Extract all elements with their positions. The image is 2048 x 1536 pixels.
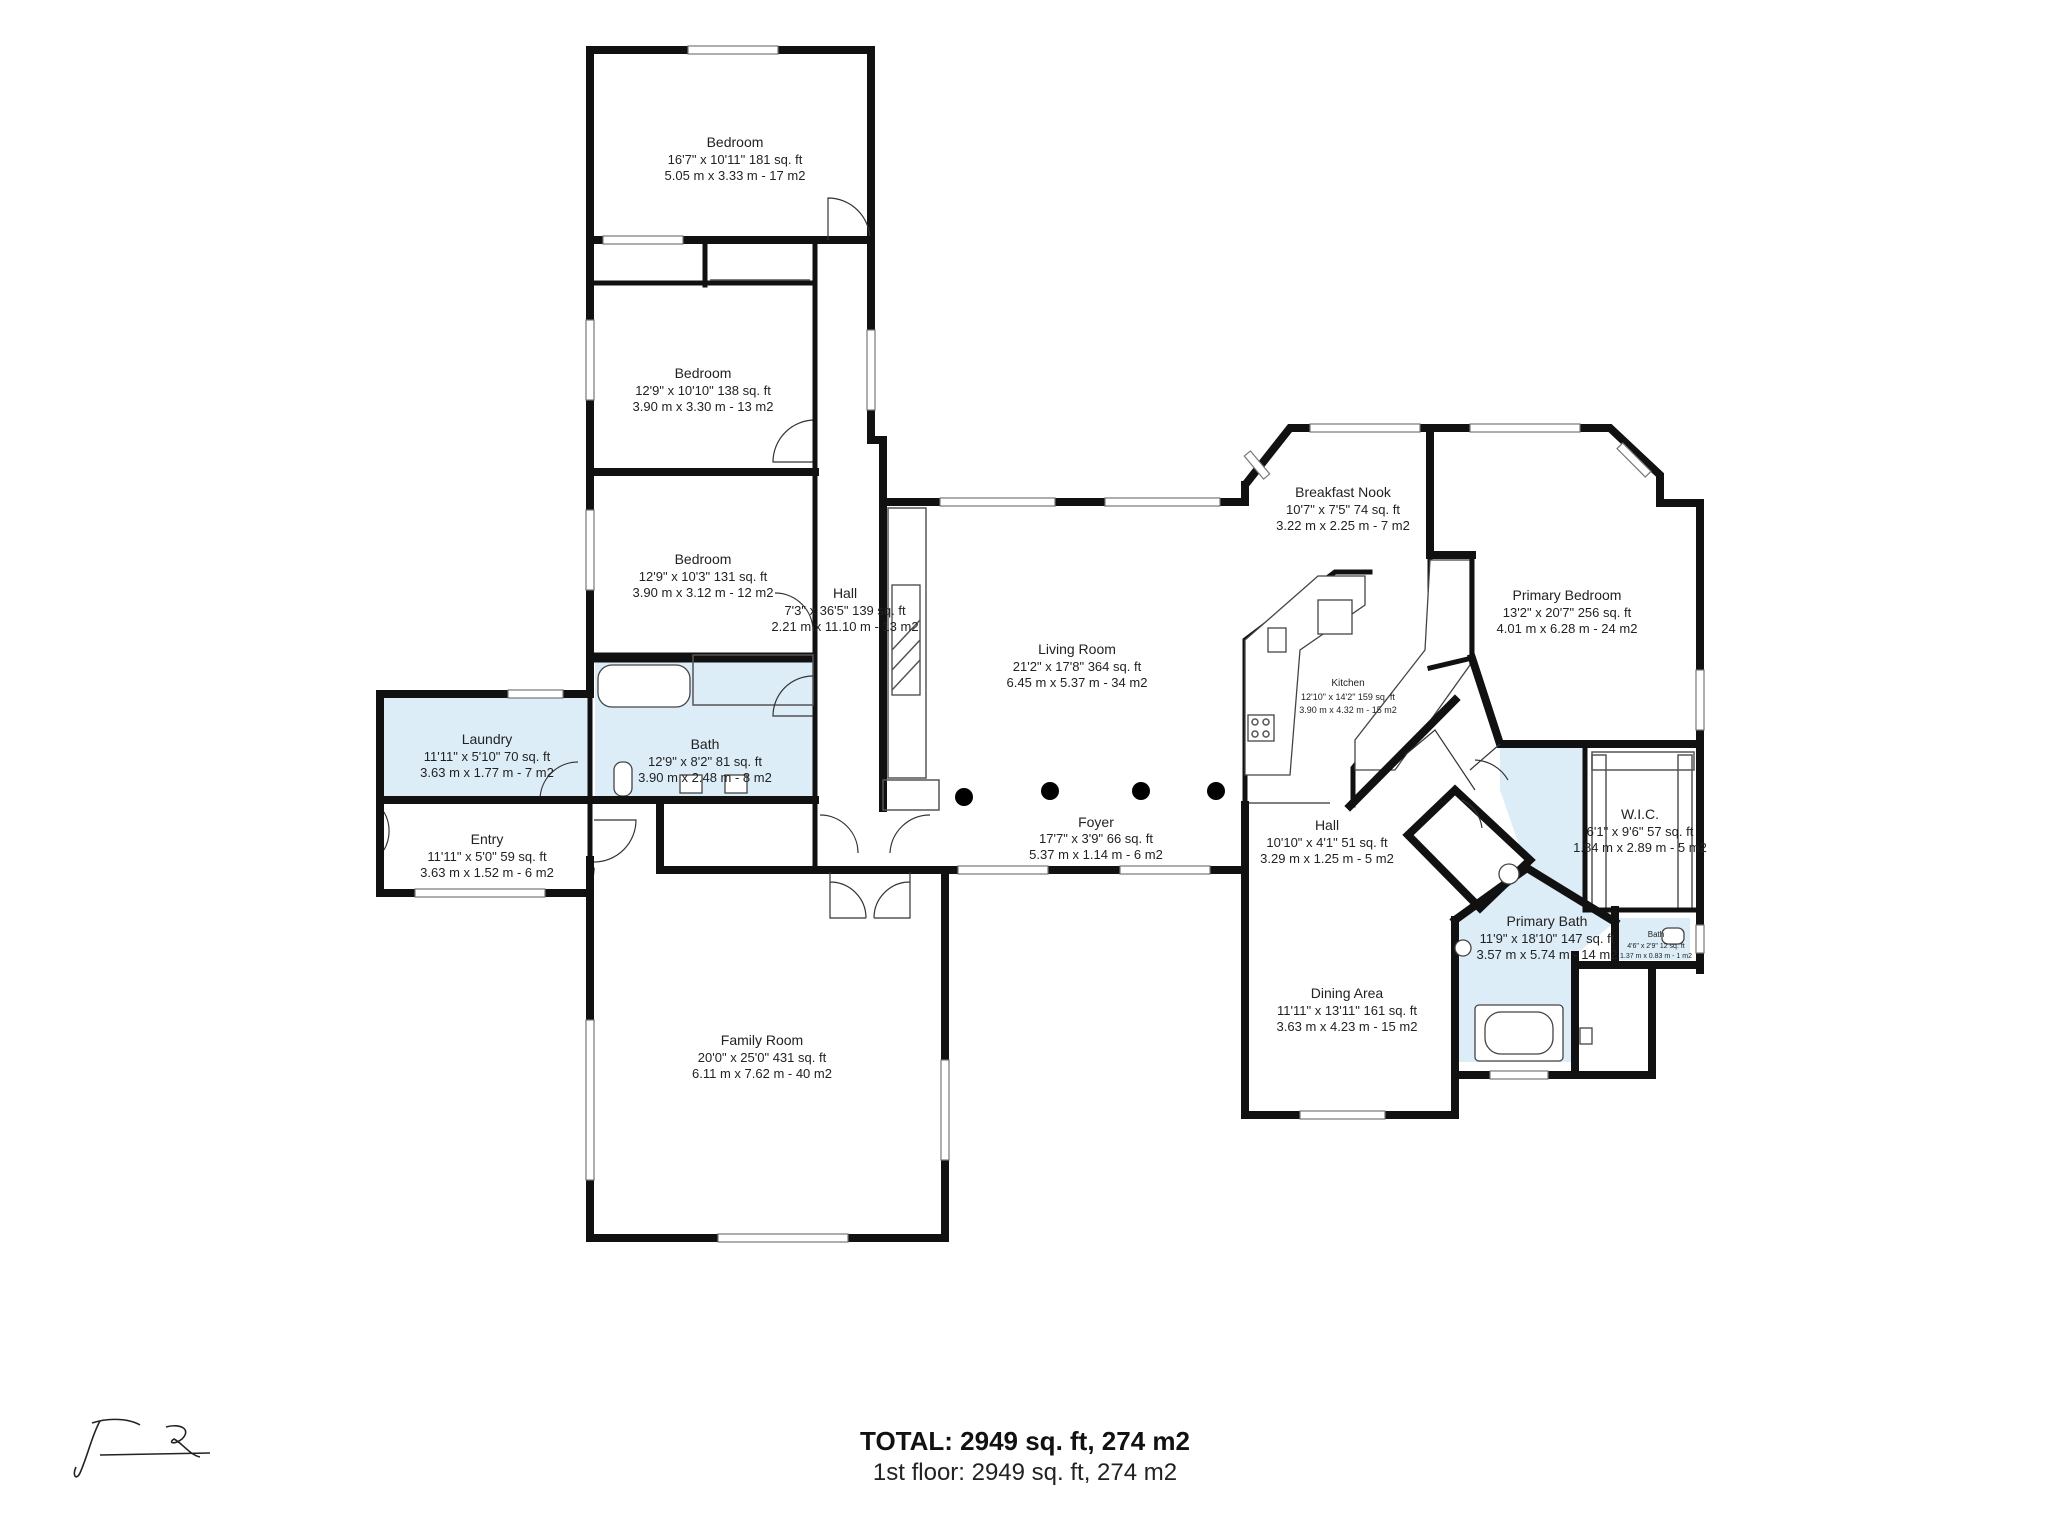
svg-text:Foyer: Foyer [1078,814,1114,830]
svg-text:3.90 m x 2.48 m - 8 m2: 3.90 m x 2.48 m - 8 m2 [638,770,772,785]
floor-area: 1st floor: 2949 sq. ft, 274 m2 [872,1459,1178,1486]
svg-text:3.57 m x 5.74 m - 14 m2: 3.57 m x 5.74 m - 14 m2 [1477,947,1618,962]
svg-text:16'7" x 10'11" 181 sq. ft: 16'7" x 10'11" 181 sq. ft [668,152,803,167]
laundry-floor-fill [383,694,591,800]
room-label-bath: Bath 12'9" x 8'2" 81 sq. ft 3.90 m x 2.4… [638,736,772,785]
room-label-hall-east: Hall 10'10" x 4'1" 51 sq. ft 3.29 m x 1.… [1260,817,1394,866]
room-label-primary-bath: Primary Bath 11'9" x 18'10" 147 sq. ft 3… [1477,913,1618,962]
small-bath-walls [1571,906,1705,1079]
svg-text:3.63 m x 1.52 m - 6 m2: 3.63 m x 1.52 m - 6 m2 [420,865,554,880]
svg-text:W.I.C.: W.I.C. [1621,806,1659,822]
svg-text:1.37 m x 0.83 m - 1 m2: 1.37 m x 0.83 m - 1 m2 [1620,953,1692,960]
primary-bedroom-walls [1426,423,1705,974]
svg-text:Family Room: Family Room [721,1032,803,1048]
svg-text:Bedroom: Bedroom [675,365,732,381]
svg-text:3.90 m x 3.12 m - 12 m2: 3.90 m x 3.12 m - 12 m2 [633,585,774,600]
svg-text:12'9" x 8'2" 81 sq. ft: 12'9" x 8'2" 81 sq. ft [648,754,762,769]
svg-text:7'3" x 36'5" 139 sq. ft: 7'3" x 36'5" 139 sq. ft [784,603,906,618]
svg-text:6.45 m x 5.37 m - 34 m2: 6.45 m x 5.37 m - 34 m2 [1007,675,1148,690]
svg-text:3.63 m x 4.23 m - 15 m2: 3.63 m x 4.23 m - 15 m2 [1277,1019,1418,1034]
svg-text:6'1" x 9'6" 57 sq. ft: 6'1" x 9'6" 57 sq. ft [1587,824,1694,839]
svg-text:21'2" x 17'8" 364 sq. ft: 21'2" x 17'8" 364 sq. ft [1013,659,1142,674]
area-totals: TOTAL: 2949 sq. ft, 274 m2 1st floor: 29… [800,1426,1250,1487]
svg-text:20'0" x 25'0" 431 sq. ft: 20'0" x 25'0" 431 sq. ft [698,1050,827,1065]
room-label-entry: Entry 11'11" x 5'0" 59 sq. ft 3.63 m x 1… [420,831,554,880]
svg-text:Entry: Entry [471,831,504,847]
svg-text:Bedroom: Bedroom [707,134,764,150]
svg-text:11'11" x 5'0" 59 sq. ft: 11'11" x 5'0" 59 sq. ft [427,849,547,864]
room-label-bedroom-low: Bedroom 12'9" x 10'3" 131 sq. ft 3.90 m … [633,551,774,600]
svg-text:Dining Area: Dining Area [1311,985,1384,1001]
room-label-living-room: Living Room 21'2" x 17'8" 364 sq. ft 6.4… [1007,641,1148,690]
svg-text:Kitchen: Kitchen [1331,678,1364,689]
photographer-signature-logo [73,1418,210,1478]
svg-text:Bedroom: Bedroom [675,551,732,567]
svg-text:3.63 m x 1.77 m - 7 m2: 3.63 m x 1.77 m - 7 m2 [420,765,554,780]
svg-text:3.22 m x 2.25 m - 7 m2: 3.22 m x 2.25 m - 7 m2 [1276,518,1410,533]
svg-text:3.90 m x 4.32 m - 15 m2: 3.90 m x 4.32 m - 15 m2 [1299,705,1397,715]
svg-text:3.29 m x 1.25 m - 5 m2: 3.29 m x 1.25 m - 5 m2 [1260,851,1394,866]
svg-text:1.84 m x 2.89 m - 5 m2: 1.84 m x 2.89 m - 5 m2 [1573,840,1707,855]
svg-text:4.01 m x 6.28 m - 24 m2: 4.01 m x 6.28 m - 24 m2 [1497,621,1638,636]
svg-text:10'10" x 4'1" 51 sq. ft: 10'10" x 4'1" 51 sq. ft [1266,835,1388,850]
primary-bath-walls [1402,784,1621,1080]
svg-text:4'6" x 2'9" 12 sq. ft: 4'6" x 2'9" 12 sq. ft [1627,943,1685,950]
svg-text:Laundry: Laundry [462,731,513,747]
closet-row-walls [586,796,949,874]
room-label-laundry: Laundry 11'11" x 5'10" 70 sq. ft 3.63 m … [420,731,554,780]
room-label-wic: W.I.C. 6'1" x 9'6" 57 sq. ft 1.84 m x 2.… [1573,806,1707,855]
columns [955,782,1225,806]
svg-text:6.11 m x 7.62 m - 40 m2: 6.11 m x 7.62 m - 40 m2 [692,1066,832,1081]
kitchen-counters [1242,552,1471,808]
room-label-primary-bedroom: Primary Bedroom 13'2" x 20'7" 256 sq. ft… [1497,587,1638,636]
svg-text:11'9" x 18'10" 147 sq. ft: 11'9" x 18'10" 147 sq. ft [1480,931,1615,946]
hall-west-walls [866,236,940,812]
svg-text:Primary Bath: Primary Bath [1507,913,1588,929]
room-label-small-bath: Bath 4'6" x 2'9" 12 sq. ft 1.37 m x 0.83… [1620,930,1692,960]
room-label-hall-west: Hall 7'3" x 36'5" 139 sq. ft 2.21 m x 11… [771,585,918,634]
family-room-walls [585,866,950,1243]
room-label-kitchen: Kitchen 12'10" x 14'2" 159 sq. ft 3.90 m… [1299,678,1397,715]
room-label-bedroom-mid: Bedroom 12'9" x 10'10" 138 sq. ft 3.90 m… [633,365,774,414]
svg-text:12'9" x 10'3" 131 sq. ft: 12'9" x 10'3" 131 sq. ft [639,569,768,584]
svg-text:12'10" x 14'2" 159 sq. ft: 12'10" x 14'2" 159 sq. ft [1301,692,1395,702]
hall-east-walls [1241,694,1476,1120]
bath-walls [539,654,816,801]
svg-text:Living Room: Living Room [1038,641,1116,657]
laundry-walls [376,689,594,804]
total-area: TOTAL: 2949 sq. ft, 274 m2 [860,1426,1190,1456]
svg-text:5.37 m x 1.14 m - 6 m2: 5.37 m x 1.14 m - 6 m2 [1029,847,1163,862]
svg-text:5.05 m x 3.33 m - 17 m2: 5.05 m x 3.33 m - 17 m2 [665,168,806,183]
svg-text:11'11" x 5'10" 70 sq. ft: 11'11" x 5'10" 70 sq. ft [424,749,551,764]
svg-text:17'7" x 3'9" 66 sq. ft: 17'7" x 3'9" 66 sq. ft [1039,831,1153,846]
svg-text:13'2" x 20'7" 256 sq. ft: 13'2" x 20'7" 256 sq. ft [1503,605,1632,620]
room-label-breakfast-nook: Breakfast Nook 10'7" x 7'5" 74 sq. ft 3.… [1276,484,1410,533]
room-label-bedroom-top: Bedroom 16'7" x 10'11" 181 sq. ft 5.05 m… [665,134,806,183]
svg-text:Bath: Bath [1648,930,1664,939]
foyer-walls [941,865,1249,875]
room-label-family-room: Family Room 20'0" x 25'0" 431 sq. ft 6.1… [692,1032,832,1081]
svg-text:12'9" x 10'10" 138 sq. ft: 12'9" x 10'10" 138 sq. ft [635,383,771,398]
svg-text:Hall: Hall [833,585,857,601]
living-room-walls [879,481,1249,779]
svg-text:Hall: Hall [1315,817,1339,833]
svg-text:Primary Bedroom: Primary Bedroom [1513,587,1622,603]
svg-text:Breakfast Nook: Breakfast Nook [1295,484,1392,500]
svg-text:11'11" x 13'11" 161 sq. ft: 11'11" x 13'11" 161 sq. ft [1277,1003,1417,1018]
svg-text:3.90 m x 3.30 m - 13 m2: 3.90 m x 3.30 m - 13 m2 [633,399,774,414]
room-label-foyer: Foyer 17'7" x 3'9" 66 sq. ft 5.37 m x 1.… [1029,814,1163,862]
svg-text:2.21 m x 11.10 m - 13 m2: 2.21 m x 11.10 m - 13 m2 [771,619,918,634]
svg-text:Bath: Bath [691,736,720,752]
svg-text:10'7" x 7'5" 74 sq. ft: 10'7" x 7'5" 74 sq. ft [1286,502,1400,517]
room-label-dining-area: Dining Area 11'11" x 13'11" 161 sq. ft 3… [1277,985,1418,1034]
